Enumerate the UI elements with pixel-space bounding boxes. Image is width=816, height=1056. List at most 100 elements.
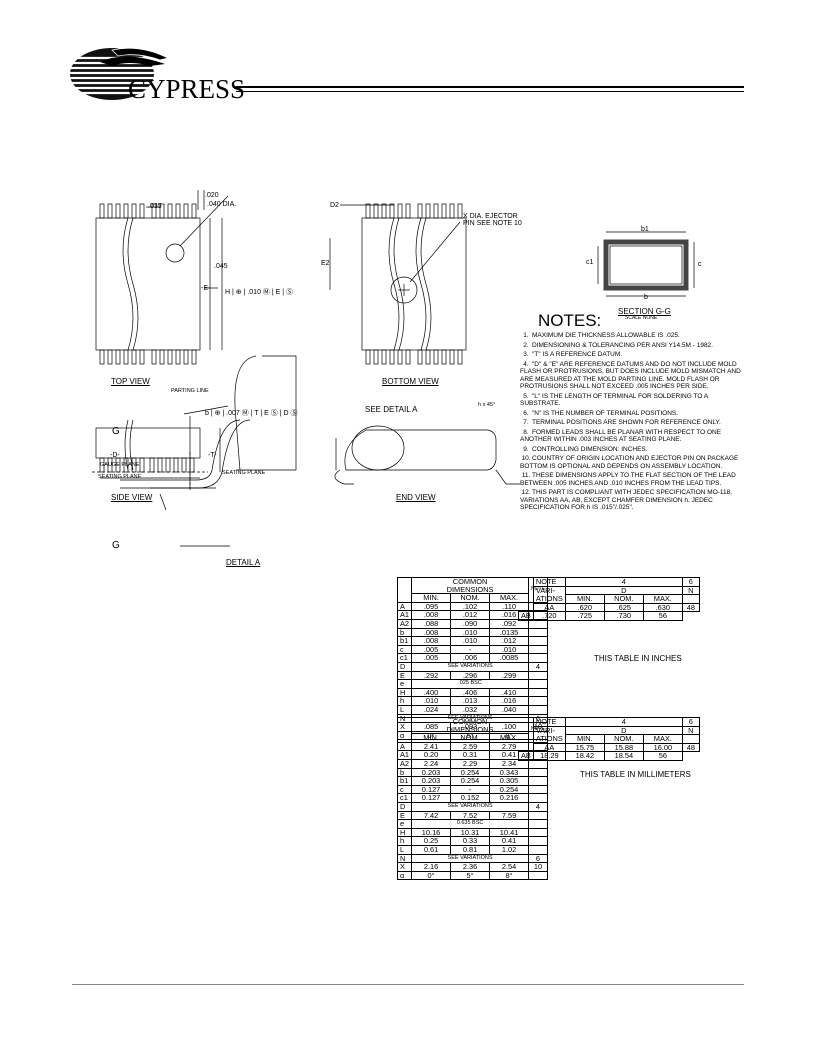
table-cell: .725 — [564, 611, 605, 621]
table-cell: .292 — [411, 670, 452, 681]
table-header: MIN. — [411, 593, 452, 603]
note-item: 8.FORMED LEADS SHALL BE PLANAR WITH RESP… — [520, 429, 745, 444]
table-header: N — [681, 585, 700, 596]
note-text: "T" IS A REFERENCE DATUM. — [532, 351, 623, 359]
row-symbol: H — [396, 827, 413, 838]
table-title: COMMON — [411, 716, 530, 726]
table-cell — [528, 784, 548, 795]
table-cell — [528, 696, 548, 706]
table-cell: 0.81 — [450, 844, 491, 855]
lead-mark — [173, 457, 179, 473]
lead-mark — [425, 349, 431, 365]
table-header: NOM. — [603, 734, 644, 744]
variation-name: AB — [518, 751, 534, 761]
note-text: "L" IS THE LENGTH OF TERMINAL FOR SOLDER… — [520, 392, 708, 407]
lead-mark — [149, 457, 155, 473]
b1-label: b1 — [641, 226, 649, 233]
table-cell: 0.152 — [450, 793, 491, 803]
note-item: 6."N" IS THE NUMBER OF TERMINAL POSITION… — [520, 410, 745, 417]
table-row: E.292.296.299 — [396, 670, 548, 681]
note-item: 11.THESE DIMENSIONS APPLY TO THE FLAT SE… — [520, 472, 745, 487]
note-number: 3. — [523, 351, 529, 359]
seating-plane-label: SEATING PLANE — [98, 474, 142, 480]
note-item: 10.COUNTRY OF ORIGIN LOCATION AND EJECTO… — [520, 455, 745, 470]
lead-mark — [365, 203, 371, 219]
table-row: h.010.013.016 — [396, 696, 548, 706]
table-header: NOM. — [450, 733, 491, 743]
table-cell: 0.216 — [489, 793, 530, 803]
table-cell: .0085 — [489, 653, 530, 663]
dim-020-label: .020 — [205, 192, 219, 199]
table-title: DIMENSIONS — [411, 585, 530, 595]
table-cell: 7.52 — [450, 810, 491, 821]
table-cell: .730 — [603, 611, 644, 621]
table-cell — [396, 577, 413, 603]
note-number: 11. — [521, 472, 531, 480]
table-cell: .010 — [450, 636, 491, 646]
lead-mark — [167, 203, 173, 219]
g-top-label: G — [112, 426, 120, 437]
d-datum-label: -D- — [110, 452, 120, 459]
top-view-caption: TOP VIEW — [111, 377, 150, 386]
row-symbol: L — [396, 704, 413, 715]
table-header: NOM. — [450, 593, 491, 603]
dia-040-label: .040 DIA. — [207, 201, 237, 208]
notes-title: NOTES: — [538, 311, 602, 330]
table-cell: 0.305 — [489, 776, 530, 786]
h-x-45-label: h x 45° — [478, 402, 496, 408]
table-cell: 0.254 — [450, 776, 491, 786]
row-symbol: α — [396, 870, 413, 881]
lead-mark — [389, 349, 395, 365]
table-cell: 18.42 — [564, 751, 605, 761]
note-number: 4. — [523, 360, 529, 368]
table-row: c1.005.006.0085 — [396, 653, 548, 663]
table-cell: 56 — [642, 751, 683, 761]
table-cell: 48 — [681, 742, 700, 753]
dim-045-label: .045 — [214, 263, 228, 270]
table-cell: 4 — [564, 577, 683, 587]
lead-mark — [417, 203, 423, 219]
lead-mark — [175, 203, 181, 219]
lead-mark — [131, 349, 137, 365]
table-cell: .024 — [411, 704, 452, 715]
table-header: NOTE — [532, 717, 566, 727]
table-header: N — [681, 725, 700, 736]
lead-mark — [123, 457, 129, 473]
table-cell: 1.02 — [489, 844, 530, 855]
note-item: 4."D" & "E" ARE REFERENCE DATUMS AND DO … — [520, 361, 745, 391]
lead-mark — [115, 203, 121, 219]
parting-line-label: PARTING LINE — [171, 388, 209, 394]
note-text: MAXIMUM DIE THICKNESS ALLOWABLE IS .025. — [532, 332, 680, 339]
note-number: 7. — [523, 419, 529, 427]
lead-mark — [433, 349, 439, 365]
table-cell: .025 BSC — [411, 679, 530, 689]
table-cell — [528, 776, 548, 786]
scale-none-label: SCALE NONE — [625, 315, 658, 321]
header-rule-top — [236, 86, 744, 88]
table-header: MAX. — [642, 594, 683, 604]
table-cell: 0.203 — [411, 776, 452, 786]
row-symbol: e — [396, 679, 413, 689]
d2-label: D2 — [330, 202, 339, 209]
footer-rule — [72, 984, 744, 985]
table-cell — [528, 767, 548, 778]
lead-mark — [123, 203, 129, 219]
table-cell: .032 — [450, 704, 491, 715]
table-cell — [528, 827, 548, 838]
lead-mark — [107, 457, 113, 473]
lead-mark — [123, 349, 129, 365]
table-header: MIN. — [411, 733, 452, 743]
table-row: c.005-.010 — [396, 644, 548, 655]
table-cell: 2.16 — [411, 862, 452, 872]
row-symbol: b1 — [396, 636, 413, 646]
table-cell: 2.24 — [411, 758, 452, 769]
table-cell — [528, 810, 548, 821]
